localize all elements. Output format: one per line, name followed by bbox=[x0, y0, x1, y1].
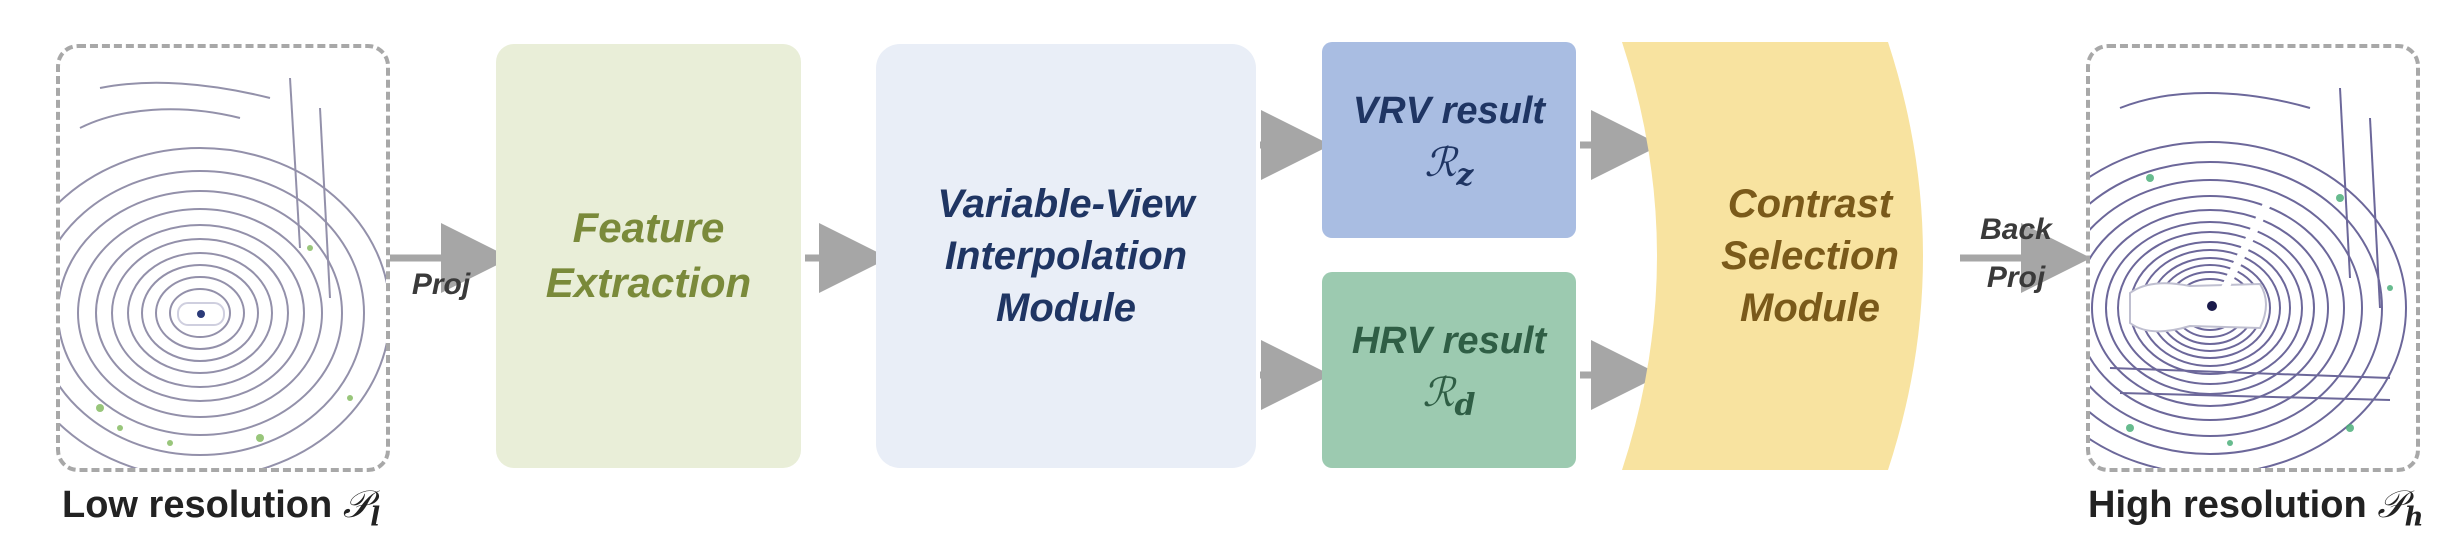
contrast-selection-shape bbox=[1622, 42, 1923, 470]
high-res-pointcloud-image bbox=[2090, 87, 2407, 468]
vrv-result-box: VRV result ℛz bbox=[1322, 42, 1576, 238]
input-caption-text: Low resolution bbox=[62, 484, 333, 526]
input-caption: Low resolution 𝒫l bbox=[62, 482, 380, 533]
input-subscript: l bbox=[370, 502, 381, 533]
vrv-title: VRV result bbox=[1352, 89, 1546, 132]
contrast-line3: Module bbox=[1740, 286, 1880, 330]
contrast-selection-label: Contrast Selection Module bbox=[1680, 44, 1940, 468]
output-symbol: 𝒫 bbox=[2377, 482, 2405, 526]
hrv-subscript: d bbox=[1454, 388, 1476, 424]
hrv-title: HRV result bbox=[1351, 319, 1547, 362]
contrast-line2: Selection bbox=[1721, 234, 1899, 278]
output-subscript: h bbox=[2404, 502, 2424, 533]
hrv-result-box: HRV result ℛd bbox=[1322, 272, 1576, 468]
output-pointcloud-frame bbox=[2086, 44, 2420, 472]
interpolation-module-box: Variable-View Interpolation Module bbox=[876, 44, 1256, 468]
back-proj-line2: Proj bbox=[1986, 261, 2046, 294]
output-caption: High resolution 𝒫h bbox=[2088, 482, 2424, 533]
feature-line1: Feature bbox=[572, 204, 725, 252]
input-pointcloud-frame bbox=[56, 44, 390, 472]
output-caption-text: High resolution bbox=[2088, 484, 2367, 526]
back-proj-line1: Back bbox=[1980, 213, 2052, 246]
input-symbol: 𝒫 bbox=[342, 482, 371, 526]
vrv-subscript: z bbox=[1456, 158, 1474, 194]
proj-label: Proj bbox=[411, 268, 471, 301]
feature-extraction-box: Feature Extraction bbox=[496, 44, 801, 468]
feature-line2: Extraction bbox=[545, 259, 752, 306]
vrv-symbol: ℛ bbox=[1424, 140, 1457, 187]
contrast-line1: Contrast bbox=[1727, 182, 1893, 226]
back-proj-label: Back Proj bbox=[1966, 206, 2066, 302]
interp-line3: Module bbox=[996, 286, 1136, 330]
interp-line2: Interpolation bbox=[944, 234, 1188, 278]
interp-line1: Variable-View bbox=[937, 182, 1195, 226]
hrv-symbol: ℛ bbox=[1422, 370, 1455, 417]
low-res-pointcloud-image bbox=[60, 77, 386, 468]
